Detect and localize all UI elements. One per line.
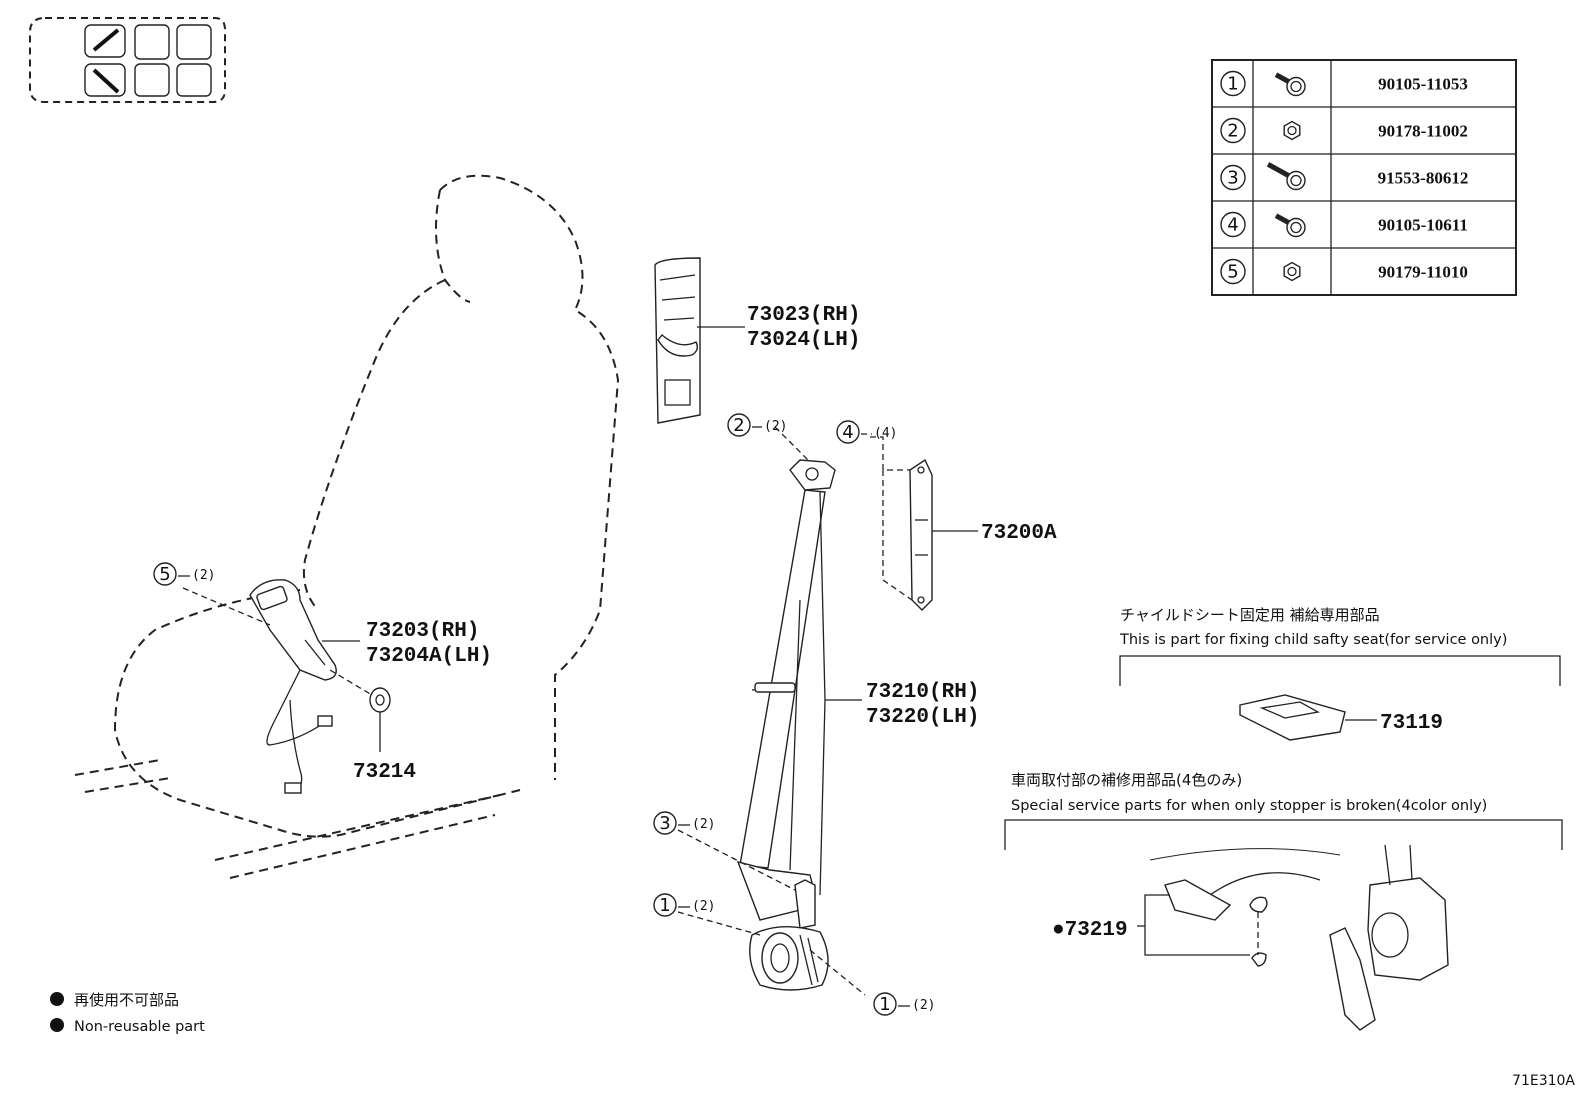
flange-bolt-icon	[1274, 213, 1306, 238]
part-label-73119: 73119	[1380, 712, 1443, 735]
svg-text:(2): (2)	[692, 899, 715, 914]
seat-locator-icon	[29, 17, 226, 103]
row-number-circle	[1220, 117, 1246, 144]
part-label-73203: 73203(RH)	[366, 620, 479, 643]
fastener-row: 3 91553-80612	[1220, 162, 1469, 191]
svg-text:(2): (2)	[692, 817, 715, 832]
part-label-73219: ●73219	[1052, 919, 1128, 942]
row-number-circle	[1220, 211, 1246, 238]
row-number: 3	[1227, 168, 1238, 189]
row-number-circle	[1220, 70, 1246, 97]
legend-bullet-icon	[50, 1018, 64, 1032]
fastener-part-number: 91553-80612	[1378, 169, 1469, 188]
fastener-row: 4 90105-10611	[1220, 211, 1468, 238]
part-label-73200a: 73200A	[981, 522, 1057, 545]
stopper-note-en: Special service parts for when only stop…	[1011, 798, 1487, 814]
svg-text:(2): (2)	[192, 568, 215, 583]
fastener-part-number: 90105-11053	[1378, 75, 1468, 94]
fastener-row: 1 90105-11053	[1220, 70, 1468, 97]
long-bolt-icon	[1266, 162, 1306, 191]
svg-text:4: 4	[842, 422, 853, 443]
stopper-bracket-line	[1004, 819, 1563, 850]
callout-2-top: 2 (2)	[727, 413, 787, 437]
svg-text:1: 1	[879, 994, 890, 1015]
part-label-73023: 73023(RH)	[747, 304, 860, 327]
legend-en: Non-reusable part	[74, 1019, 205, 1035]
row-number-circle	[1220, 164, 1246, 191]
callout-4-top: 4 (4)	[836, 420, 897, 444]
part-label-73204a: 73204A(LH)	[366, 645, 492, 668]
fastener-part-number: 90178-11002	[1378, 122, 1468, 141]
diagram-code: 71E310A	[1512, 1073, 1575, 1089]
child-seat-bracket-line	[1119, 655, 1561, 686]
row-number: 1	[1227, 74, 1238, 95]
svg-text:(2): (2)	[764, 419, 787, 434]
buckle-assembly	[249, 579, 337, 794]
flange-nut-icon	[1283, 120, 1301, 141]
fastener-row: 2 90178-11002	[1220, 117, 1468, 144]
seat-outline	[74, 174, 620, 879]
legend-bullet-icon	[50, 992, 64, 1006]
seat-belt-assembly	[736, 459, 836, 991]
buckle-washer-icon	[369, 687, 391, 713]
row-number-circle	[1220, 258, 1246, 285]
callout-1-bottom: 1 (2)	[873, 992, 935, 1016]
callout-5: 5 (2)	[153, 562, 215, 586]
flange-nut-icon	[1283, 261, 1301, 282]
callout-1-left: 1 (2)	[653, 893, 715, 917]
fastener-row: 5 90179-11010	[1220, 258, 1468, 285]
row-number: 2	[1227, 121, 1238, 142]
row-number: 4	[1227, 215, 1238, 236]
part-label-73214: 73214	[353, 761, 416, 784]
svg-text:2: 2	[733, 415, 744, 436]
svg-text:(4): (4)	[874, 426, 897, 441]
svg-text:3: 3	[659, 813, 670, 834]
part-label-73220: 73220(LH)	[866, 706, 979, 729]
legend-jp: 再使用不可部品	[74, 991, 179, 1009]
fastener-table: 1 90105-11053 2 90178-11002 3 91553-80612 4 901…	[1211, 59, 1517, 296]
pillar-trim-icon	[654, 257, 701, 424]
part-label-73210: 73210(RH)	[866, 681, 979, 704]
svg-text:1: 1	[659, 895, 670, 916]
fastener-part-number: 90105-10611	[1378, 216, 1468, 235]
child-seat-plate-icon	[1239, 694, 1346, 741]
flange-bolt-icon	[1274, 72, 1306, 97]
stopper-note-jp: 車両取付部の補修用部品(4色のみ)	[1011, 771, 1242, 789]
leader-c5	[182, 587, 271, 626]
row-number: 5	[1227, 262, 1238, 283]
callout-3: 3 (2)	[653, 811, 715, 835]
child-seat-note-jp: チャイルドシート固定用 補給専用部品	[1120, 606, 1380, 624]
part-label-73024: 73024(LH)	[747, 329, 860, 352]
stopper-detail-icon	[1149, 844, 1449, 1031]
child-seat-note-en: This is part for fixing child safty seat…	[1119, 632, 1507, 648]
svg-text:5: 5	[159, 564, 170, 585]
anchor-bracket-icon	[909, 458, 933, 611]
svg-text:(2): (2)	[912, 998, 935, 1013]
fastener-part-number: 90179-11010	[1378, 263, 1468, 282]
